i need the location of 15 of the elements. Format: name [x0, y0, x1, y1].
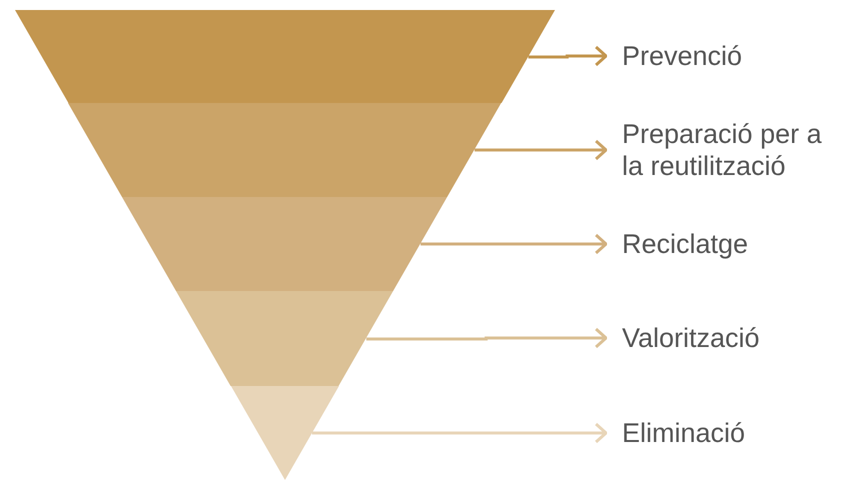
level-label: Valorització: [622, 322, 837, 354]
pyramid-band: [122, 197, 448, 291]
arrow: [312, 422, 608, 444]
level-label: Prevenció: [622, 40, 837, 72]
pyramid-band: [68, 103, 502, 197]
pyramid-band: [15, 10, 555, 103]
arrow: [528, 46, 608, 66]
arrow: [366, 328, 608, 348]
level-label: Eliminació: [622, 417, 837, 449]
level-label: Reciclatge: [622, 228, 837, 260]
arrow: [420, 234, 608, 254]
arrow: [474, 140, 608, 160]
pyramid-band: [176, 291, 394, 386]
pyramid-tip: [231, 386, 339, 480]
level-label: Preparació per a la reutilització: [622, 118, 837, 182]
